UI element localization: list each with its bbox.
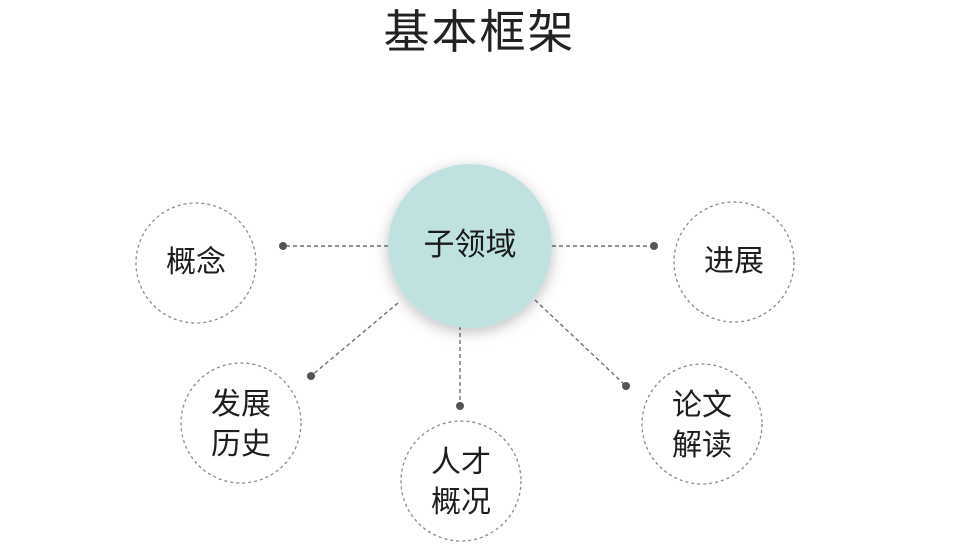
connector-dot-progress <box>650 242 658 250</box>
node-label-concept: 概念 <box>166 245 226 280</box>
connector-history <box>310 302 399 377</box>
node-label-papers: 论文 解读 <box>672 388 732 463</box>
node-circle-papers <box>641 363 763 485</box>
node-circle-history <box>180 362 302 484</box>
connector-dot-papers <box>622 382 630 390</box>
connector-dot-concept <box>279 242 287 250</box>
connector-papers <box>534 299 627 387</box>
node-label-progress: 进展 <box>704 244 764 279</box>
node-circle-concept <box>135 202 257 324</box>
diagram-title: 基本框架 <box>383 5 576 59</box>
connector-dot-talent <box>456 402 464 410</box>
node-label-history: 发展 历史 <box>211 387 271 462</box>
center-node-circle <box>388 164 552 328</box>
connector-dot-history <box>307 372 315 380</box>
node-label-talent: 人才 概况 <box>431 445 491 520</box>
node-circle-talent <box>400 420 522 542</box>
center-node-label: 子领域 <box>423 227 517 263</box>
node-circle-progress <box>673 201 795 323</box>
